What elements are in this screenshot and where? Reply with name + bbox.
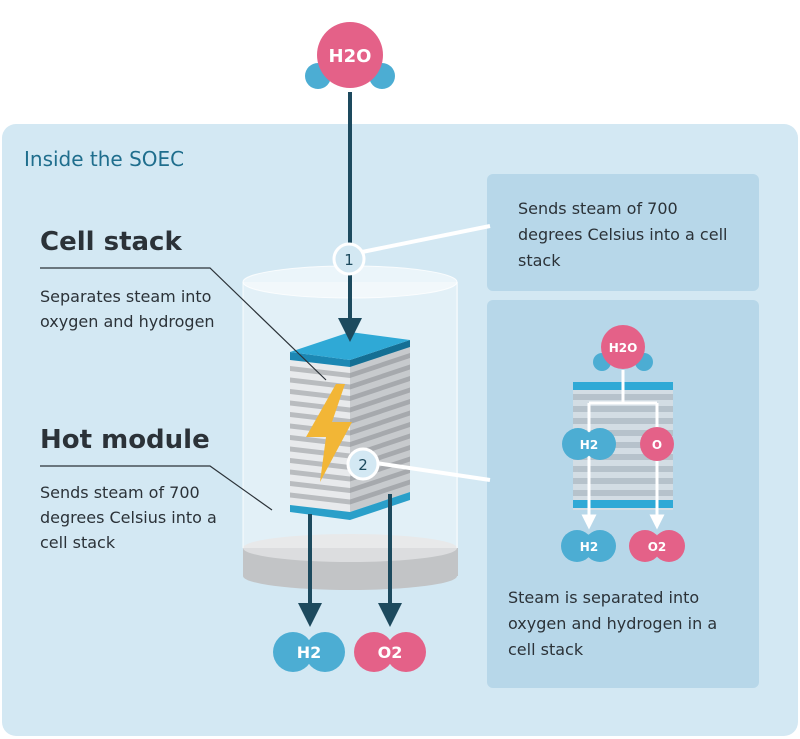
o2-detail-out-label: O2 <box>648 540 667 554</box>
o2-output-molecule: O2 <box>354 632 426 672</box>
cell-stack <box>290 332 410 520</box>
o2-output-label: O2 <box>378 643 403 662</box>
h2o-molecule-detail: H2O <box>593 325 653 371</box>
o2-detail-output: O2 <box>629 530 685 562</box>
detail-flow-lines <box>581 370 665 530</box>
hot-module-description: Sends steam of 700 degrees Celsius into … <box>40 483 217 552</box>
cell-layer <box>350 479 410 505</box>
step1-number: 1 <box>344 251 354 269</box>
cell-layer <box>350 422 410 447</box>
h2o-label-detail: H2O <box>609 341 638 355</box>
cell-layer <box>350 387 410 413</box>
cell-layer <box>290 481 350 493</box>
cell-stack-layers <box>290 353 410 505</box>
flow-arrows <box>298 92 402 627</box>
detail-cell-layer <box>573 454 673 460</box>
detail-cell-layer <box>573 490 673 496</box>
cell-layer <box>350 364 410 390</box>
hot-module-heading: Hot module <box>40 425 210 455</box>
step1-text: Sends steam of 700 degrees Celsius into … <box>518 199 728 270</box>
h2-detail-out-label: H2 <box>580 540 598 554</box>
step1-marker: 1 <box>332 242 366 276</box>
cell-stack-heading: Cell stack <box>40 227 182 257</box>
step2-text: Steam is separated into oxygen and hydro… <box>508 588 718 659</box>
cell-layer <box>290 366 350 378</box>
detail-cell-layer <box>573 418 673 424</box>
detail-cell-layer <box>573 478 673 484</box>
cell-layer <box>350 399 410 424</box>
lightning-icon <box>306 384 352 482</box>
cell-layer <box>350 353 410 378</box>
h2-detail-molecule: H2 <box>562 428 616 460</box>
cell-layer <box>350 410 410 436</box>
h2-detail-output: H2 <box>561 530 616 562</box>
step2-number: 2 <box>358 456 368 474</box>
h2-detail-mid-label: H2 <box>580 438 598 452</box>
o-detail-atom: O <box>640 427 674 461</box>
cell-layer <box>350 468 410 493</box>
h2o-molecule-top: H2O <box>305 22 395 89</box>
cell-stack-description: Separates steam into oxygen and hydrogen <box>40 287 215 331</box>
h2-output-molecule: H2 <box>273 632 345 672</box>
cell-layer <box>290 446 350 459</box>
panel-title: Inside the SOEC <box>24 147 185 171</box>
detail-cell-layer <box>573 406 673 412</box>
step1-box <box>487 174 759 291</box>
cell-layer <box>290 458 350 470</box>
h2o-label-top: H2O <box>329 46 372 67</box>
detail-cell-layer <box>573 430 673 436</box>
detail-cell-layer <box>573 466 673 472</box>
step2-marker: 2 <box>346 447 380 481</box>
cell-layer <box>350 376 410 401</box>
o-detail-label: O <box>652 438 662 452</box>
leader-lines <box>40 224 491 511</box>
cell-layer <box>290 469 350 482</box>
cell-layer <box>290 492 350 505</box>
detail-cell-layer <box>573 442 673 448</box>
h2-output-label: H2 <box>297 643 322 662</box>
